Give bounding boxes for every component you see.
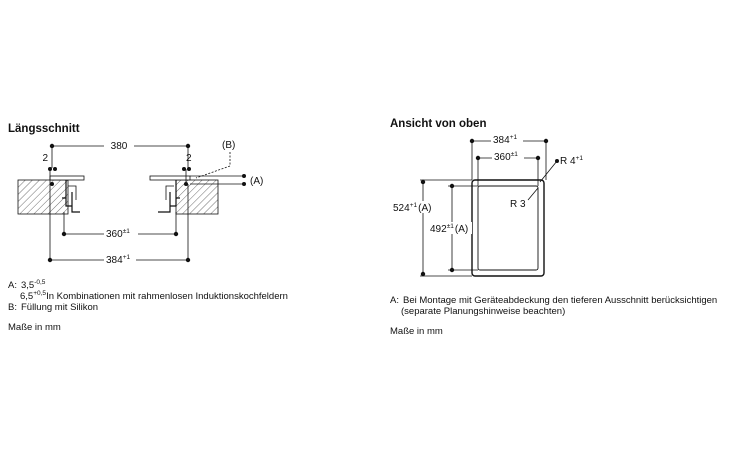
section-view: Längsschnitt 380 2 2 (B)	[8, 123, 288, 333]
cover-plate-left	[49, 175, 85, 181]
label-a: (A)	[250, 176, 263, 187]
dim-2-left-marker-c	[50, 182, 54, 186]
dim-a-marker-top	[242, 174, 246, 178]
bracket-left-inner	[68, 185, 77, 200]
dim-524-marker-top	[420, 179, 426, 185]
topview-title: Ansicht von oben	[390, 118, 486, 130]
bracket-right-inner	[165, 185, 174, 200]
dim-2-right-marker-c	[184, 182, 188, 186]
dim-524-label-bg	[392, 201, 436, 213]
legend-a-line2: 6,5+0,5In Kombinationen mit rahmenlosen …	[20, 290, 288, 302]
dim-380-label-bg	[104, 139, 134, 151]
dim-360-label: 360±1	[106, 228, 130, 240]
dim-360-marker-right	[173, 231, 179, 237]
dim-360-marker-left	[61, 231, 67, 237]
top-dim-360-label: 360±1	[494, 151, 518, 163]
r3-leader	[527, 187, 539, 201]
cutout-inner	[477, 185, 539, 271]
r4-label: R 4+1	[560, 155, 583, 167]
dim-a-marker-bottom	[242, 182, 246, 186]
dim-492-label: 492±1(A)	[430, 223, 468, 235]
dim-492-marker-top	[449, 183, 455, 189]
dim-360-label-bg	[104, 227, 138, 239]
leader-b	[195, 152, 231, 179]
section-title: Längsschnitt	[8, 123, 80, 135]
dim-492-marker-bottom	[449, 267, 455, 273]
note-a-line1: A:Bei Montage mit Geräteabdeckung den ti…	[390, 295, 717, 306]
bracket-left	[62, 180, 80, 213]
top-dim-384-label: 384+1	[493, 134, 517, 146]
label-b: (B)	[222, 140, 235, 151]
dim-2-right-marker-a	[182, 167, 186, 171]
r4-leader	[539, 160, 558, 183]
units-left: Maße in mm	[8, 322, 61, 333]
note-a-line2: (separate Planungshinweise beachten)	[401, 306, 565, 317]
bracket-right	[158, 180, 180, 213]
dim-2-left-marker-b	[53, 167, 57, 171]
units-right: Maße in mm	[390, 326, 443, 337]
top-dim-360-label-bg	[492, 150, 524, 162]
legend-a-line1: A:3,5-0,5	[8, 279, 46, 291]
r3-label: R 3	[510, 199, 526, 210]
worktop-right	[175, 179, 219, 215]
dim-2-right-marker-b	[187, 167, 191, 171]
top-view: Ansicht von oben 384+1 360±1 R 4+1 R 3	[390, 118, 717, 337]
dim-2-right-label: 2	[186, 153, 192, 164]
dim-2-left-label: 2	[42, 153, 48, 164]
top-dim-384-label-bg	[491, 133, 523, 145]
dim-524-label: 524+1(A)	[393, 202, 431, 214]
dim-380-label: 380	[111, 141, 128, 152]
dim-384-marker-right	[185, 257, 191, 263]
dim-524-marker-bottom	[420, 271, 426, 277]
legend-b-line: B:Füllung mit Silikon	[8, 302, 98, 313]
dim-492-label-bg	[428, 222, 472, 234]
worktop-left	[17, 179, 69, 215]
dim-384-label-bg	[104, 253, 136, 265]
dim-384-marker-left	[47, 257, 53, 263]
dim-384-label: 384+1	[106, 254, 130, 266]
cover-plate-right	[149, 175, 191, 181]
